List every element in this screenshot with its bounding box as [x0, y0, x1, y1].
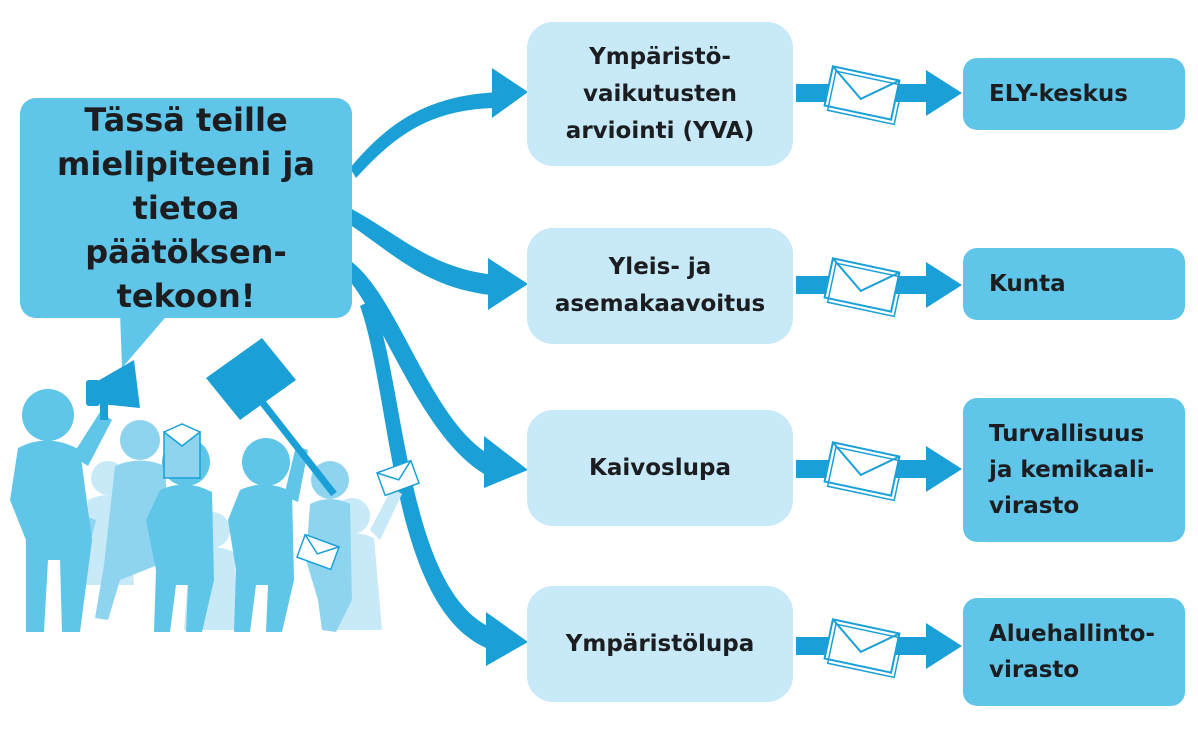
process-box-kaavoitus: Yleis- ja asemakaavoitus [527, 228, 793, 344]
megaphone-icon [86, 360, 140, 420]
arrow-head-yva [492, 68, 528, 118]
authority-box-ely: ELY-keskus [963, 58, 1185, 130]
authority-box-tukes: Turvallisuus ja kemikaali- virasto [963, 398, 1185, 542]
authority-arrows [796, 70, 962, 669]
process-box-kaivoslupa: Kaivoslupa [527, 410, 793, 526]
authority-box-avi: Aluehallinto- virasto [963, 598, 1185, 706]
arrow-to-kaavoitus [346, 208, 495, 295]
arrow-to-ymparistolupa [360, 300, 492, 648]
flow-arrows [344, 68, 528, 666]
arrow-to-yva [350, 92, 500, 178]
arrow-head-kaivoslupa [484, 436, 528, 488]
authority-box-kunta: Kunta [963, 248, 1185, 320]
process-box-ymparistolupa: Ympäristölupa [527, 586, 793, 702]
protest-sign-icon [206, 338, 337, 497]
process-box-yva: Ympäristö- vaikutusten arviointi (YVA) [527, 22, 793, 166]
crowd-illustration [10, 338, 420, 632]
arrow-to-kaivoslupa [344, 262, 490, 474]
speech-bubble-tail [120, 312, 170, 368]
envelope-stack [162, 423, 202, 479]
small-envelope-icon [376, 459, 420, 497]
arrow-head-ymparistolupa [486, 612, 528, 666]
speech-bubble: Tässä teille mielipiteeni ja tietoa päät… [20, 98, 352, 318]
envelope-icon [822, 65, 905, 679]
arrow-head-kaavoitus [488, 258, 528, 310]
small-envelope-icon [296, 533, 340, 571]
